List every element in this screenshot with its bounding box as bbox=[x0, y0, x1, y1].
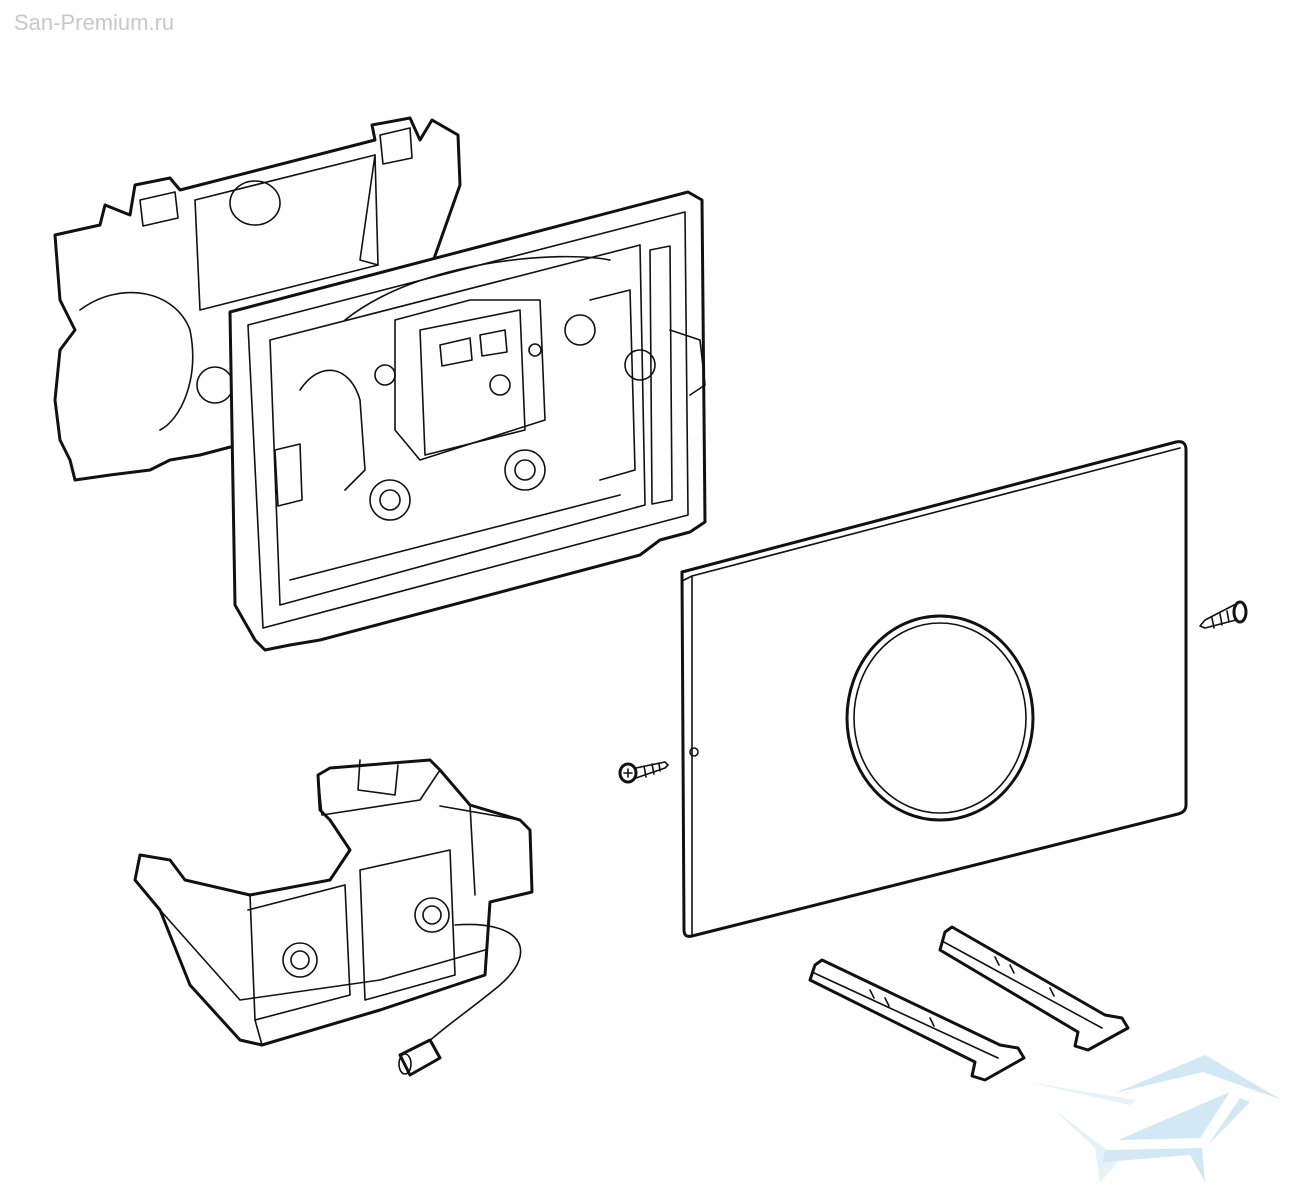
fixing-screw bbox=[1199, 600, 1248, 629]
back-mounting-frame bbox=[53, 116, 462, 482]
control-module bbox=[133, 758, 534, 1077]
watermark-text: San-Premium.ru bbox=[14, 10, 175, 35]
fixing-screw bbox=[618, 761, 669, 784]
cover-plate bbox=[680, 440, 1188, 938]
actuation-rod bbox=[938, 925, 1130, 1052]
actuation-frame bbox=[228, 190, 707, 652]
san-premium-logo bbox=[1028, 1055, 1282, 1182]
actuation-rod bbox=[808, 958, 1026, 1082]
